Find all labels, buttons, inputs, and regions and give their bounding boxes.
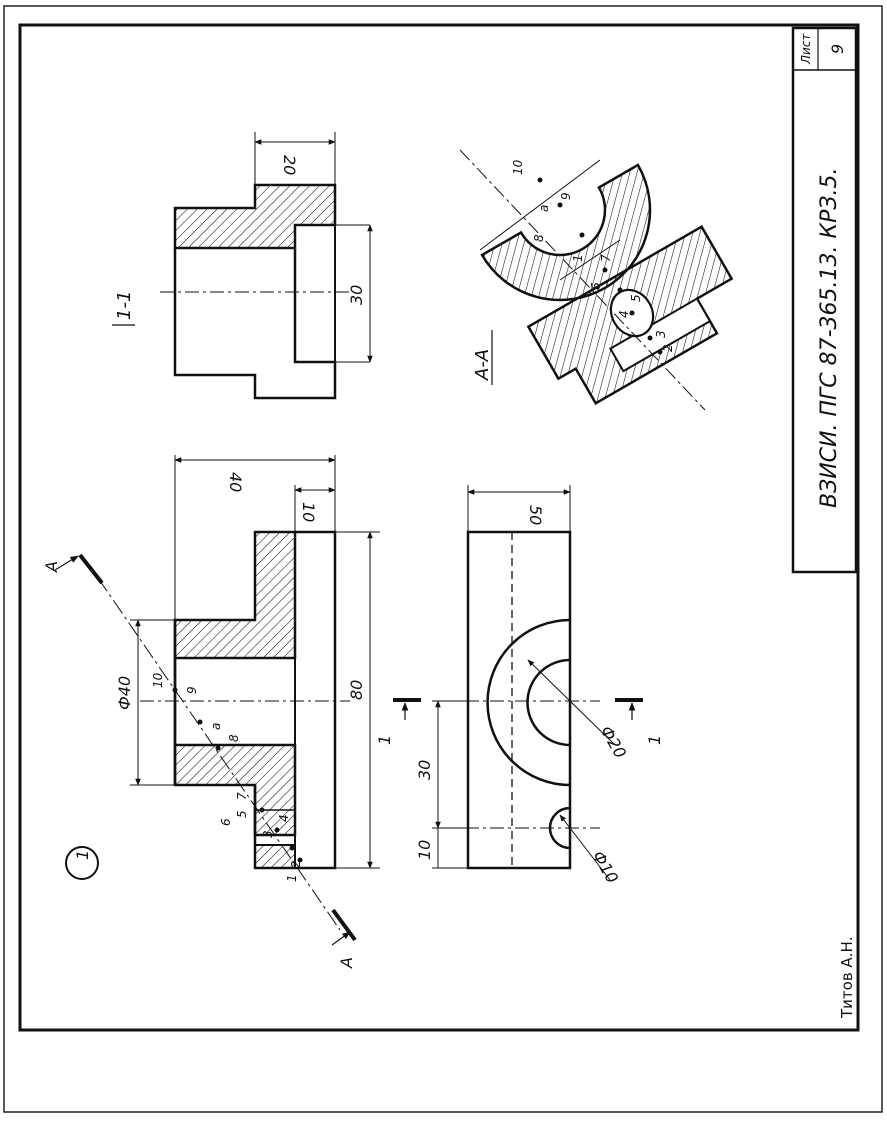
dim-40: 40 [226,472,245,492]
svg-text:10: 10 [511,159,525,175]
dim-80: 80 [347,680,366,700]
svg-text:1: 1 [571,254,585,262]
svg-text:6: 6 [589,282,603,290]
svg-text:6: 6 [219,818,233,826]
svg-text:1: 1 [73,850,92,860]
outer-frame [3,5,883,1113]
front-view [140,530,350,870]
section-a-a: А-А 10 9 a 8 1 6 5 4 3 2 7 [459,149,734,411]
svg-text:a: a [537,205,551,212]
svg-text:3: 3 [261,830,275,838]
svg-text:4: 4 [617,310,631,318]
svg-text:2: 2 [661,344,675,352]
cut-1-right-label: 1 [645,735,664,745]
svg-text:7: 7 [599,254,613,262]
svg-text:7: 7 [235,792,249,800]
dim-50: 50 [526,505,545,525]
dim-30-top: 30 [347,285,366,305]
dim-30-bottom: 30 [415,760,434,780]
svg-text:2: 2 [289,860,303,868]
svg-text:10: 10 [151,672,165,688]
dim-phi20: Ф20 [597,723,631,762]
cut-a-top-label: А [42,561,61,573]
svg-text:8: 8 [227,734,241,742]
svg-text:9: 9 [185,686,199,694]
cut-1-left-label: 1 [375,735,394,745]
top-view: 1 1 [375,530,664,870]
task-number: 1 [65,846,99,880]
dim-phi40: Ф40 [115,676,134,710]
front-dimensions: 40 10 80 Ф40 [115,455,380,869]
svg-text:8: 8 [532,234,546,242]
author-name: Титов А.Н. [838,936,856,1019]
svg-text:9: 9 [559,192,573,200]
sheet-number: 9 [828,44,847,54]
inner-frame [18,23,860,1032]
cut-a-bottom-label: А [337,957,356,969]
designation-text: ВЗИСИ. ПГС 87-365.13. КРЗ.5. [817,168,842,508]
section-a-a-label: А-А [472,349,493,381]
top-dimensions: 50 30 10 Ф20 Ф10 [415,485,630,887]
cut-plane-a: А А 10 9 a 8 7 5 6 4 3 2 1 [42,553,357,969]
dim-20-top: 20 [280,155,299,175]
svg-text:a: a [209,723,223,730]
section-1-1: 1-1 20 30 [112,132,373,400]
dim-phi10: Ф10 [589,848,623,887]
dim-10-front: 10 [299,502,318,522]
sheet-label: Лист [799,33,813,65]
dim-10-bottom: 10 [415,840,434,860]
svg-text:4: 4 [277,814,291,822]
svg-text:5: 5 [235,810,249,818]
title-block: Лист 9 ВЗИСИ. ПГС 87-365.13. КРЗ.5. [791,26,858,574]
section-1-1-label: 1-1 [114,291,135,320]
svg-text:3: 3 [654,330,668,338]
svg-text:1: 1 [285,874,299,882]
svg-text:5: 5 [629,294,643,302]
